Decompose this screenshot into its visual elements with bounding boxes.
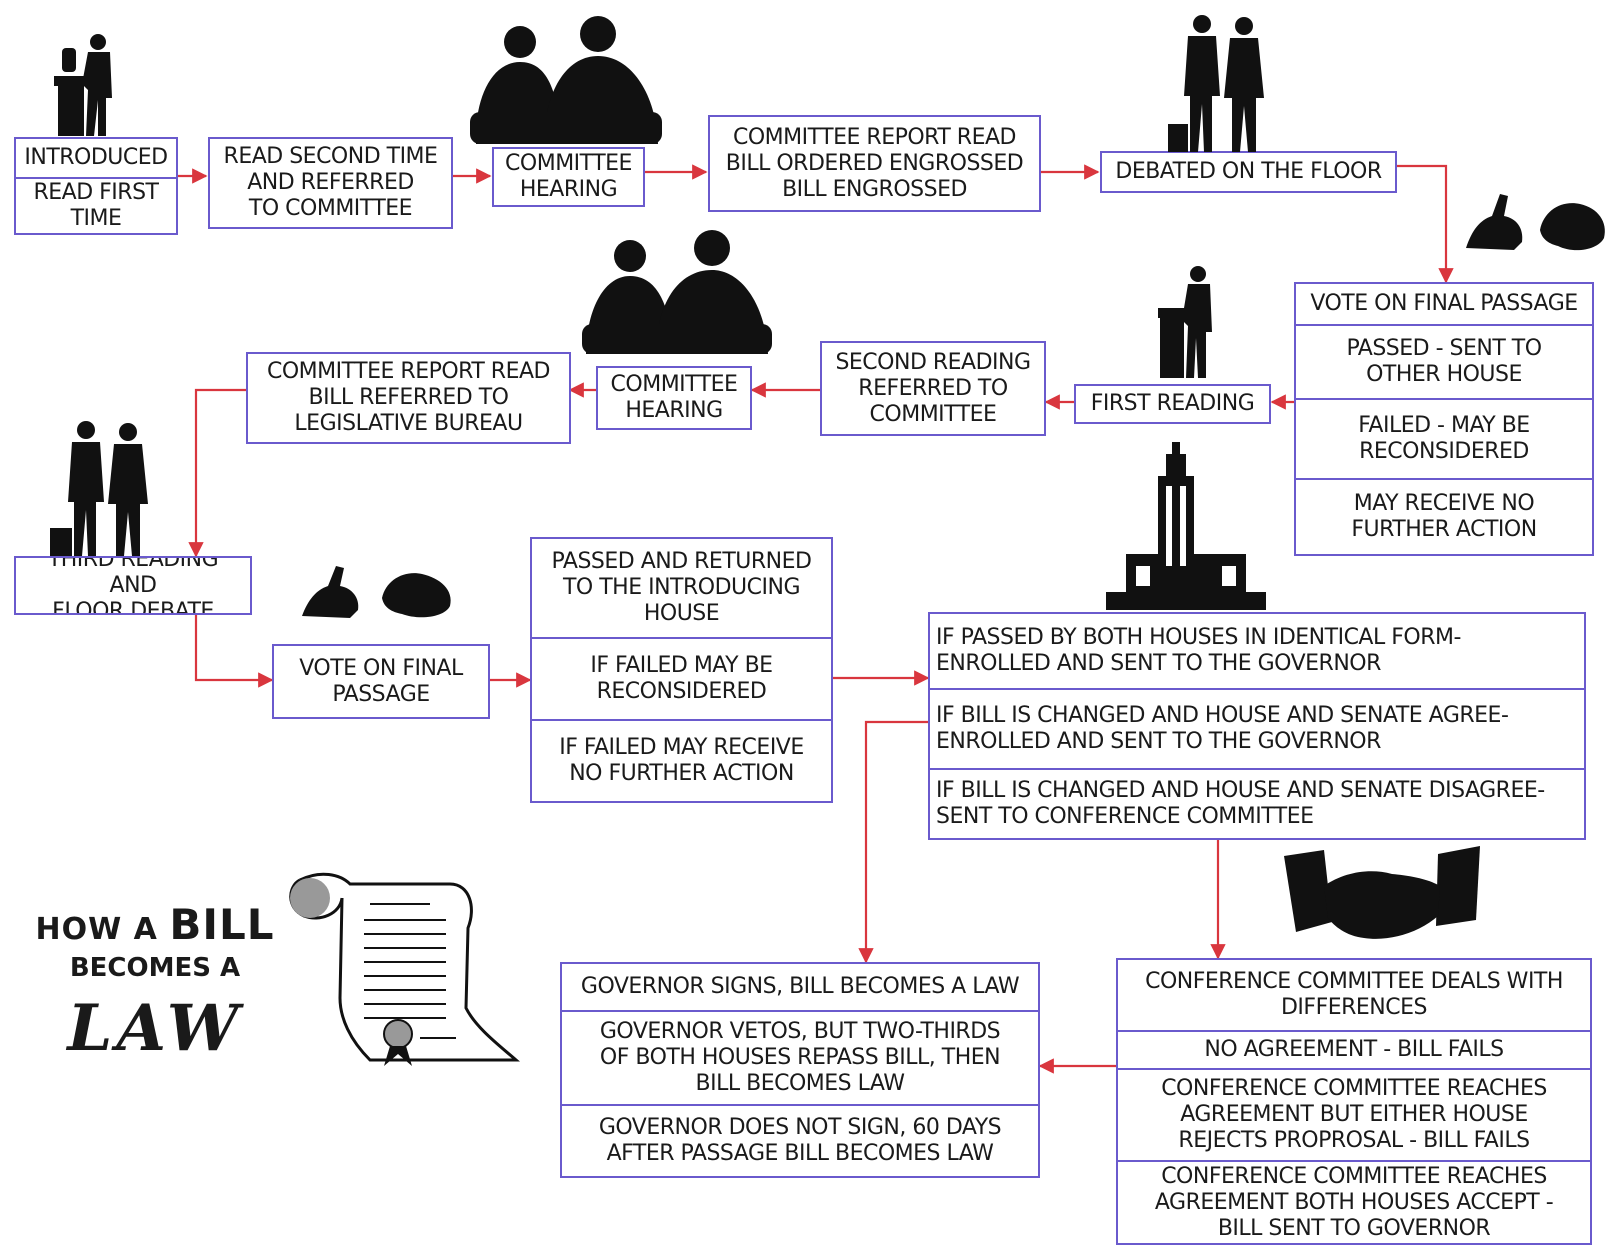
box-committee-report-1: COMMITTEE REPORT READ BILL ORDERED ENGRO…: [708, 115, 1041, 212]
debated-on-floor-label: DEBATED ON THE FLOOR: [1115, 159, 1382, 184]
agreement-rejected-label: CONFERENCE COMMITTEE REACHES AGREEMENT B…: [1118, 1068, 1590, 1160]
box-debated-on-floor: DEBATED ON THE FLOOR: [1100, 151, 1397, 193]
committee-hearing-2-label: COMMITTEE HEARING: [610, 372, 738, 423]
box-vote-final-passage-2: VOTE ON FINAL PASSAGE: [272, 644, 490, 719]
committee-report-2-label: COMMITTEE REPORT READ BILL REFERRED TO L…: [267, 359, 550, 436]
changed-agree-label: IF BILL IS CHANGED AND HOUSE AND SENATE …: [930, 688, 1584, 768]
passed-returned-label: PASSED AND RETURNED TO THE INTRODUCING H…: [551, 549, 812, 626]
title-prefix: HOW A: [35, 912, 158, 947]
box-passed-returned: PASSED AND RETURNED TO THE INTRODUCING H…: [530, 537, 833, 803]
no-agreement-label: NO AGREEMENT - BILL FAILS: [1118, 1030, 1590, 1068]
box-read-second-time: READ SECOND TIME AND REFERRED TO COMMITT…: [208, 137, 453, 229]
failed-reconsidered-label: IF FAILED MAY BE RECONSIDERED: [532, 637, 831, 719]
two-people-talking-icon: [1168, 15, 1264, 152]
vote-hands-2-icon: [302, 566, 451, 618]
box-conference: CONFERENCE COMMITTEE DEALS WITH DIFFEREN…: [1116, 958, 1592, 1245]
vote-failed-reconsidered-label: FAILED - MAY BE RECONSIDERED: [1296, 398, 1592, 478]
committee-hearing-1-label: COMMITTEE HEARING: [505, 151, 632, 202]
box-second-reading: SECOND READING REFERRED TO COMMITTEE: [820, 341, 1046, 436]
arrow-report-to-third-reading: [188, 388, 246, 558]
two-people-talking-2-icon: [50, 421, 148, 556]
scroll-document-icon: [289, 872, 520, 1066]
speaker-at-podium-2-icon: [1158, 266, 1212, 378]
vote-final-passage-1-header: VOTE ON FINAL PASSAGE: [1310, 291, 1578, 316]
box-vote-final-passage-1: VOTE ON FINAL PASSAGE PASSED - SENT TO O…: [1294, 282, 1594, 556]
governor-does-not-sign-label: GOVERNOR DOES NOT SIGN, 60 DAYS AFTER PA…: [562, 1104, 1038, 1176]
read-first-time-label: READ FIRST TIME: [16, 177, 176, 233]
introduced-label: INTRODUCED: [24, 145, 168, 170]
second-reading-label: SECOND READING REFERRED TO COMMITTEE: [835, 349, 1031, 427]
conference-deals-label: CONFERENCE COMMITTEE DEALS WITH DIFFEREN…: [1145, 969, 1563, 1020]
vote-hands-icon: [1466, 194, 1605, 251]
arrow-third-to-vote: [194, 615, 274, 688]
title-emphasis: BILL: [169, 900, 275, 949]
read-second-time-label: READ SECOND TIME AND REFERRED TO COMMITT…: [223, 144, 438, 221]
failed-no-further-action-label: IF FAILED MAY RECEIVE NO FURTHER ACTION: [532, 719, 831, 801]
title-line-3: LAW: [67, 991, 243, 1066]
box-governor: GOVERNOR SIGNS, BILL BECOMES A LAW GOVER…: [560, 962, 1040, 1178]
identical-form-label: IF PASSED BY BOTH HOUSES IN IDENTICAL FO…: [936, 625, 1461, 676]
handshake-icon: [1284, 846, 1480, 939]
box-committee-hearing-2: COMMITTEE HEARING: [596, 366, 752, 430]
committee-report-1-label: COMMITTEE REPORT READ BILL ORDERED ENGRO…: [725, 124, 1024, 202]
title-line-2: BECOMES A: [69, 953, 241, 983]
box-committee-hearing-1: COMMITTEE HEARING: [492, 147, 645, 207]
title-line-1: HOW A BILL: [30, 900, 280, 949]
third-reading-label: THIRD READING AND FLOOR DEBATE: [47, 558, 219, 613]
vote-passed-sent-label: PASSED - SENT TO OTHER HOUSE: [1296, 324, 1592, 398]
governor-vetos-label: GOVERNOR VETOS, BUT TWO-THIRDS OF BOTH H…: [562, 1010, 1038, 1104]
arrow-debate-to-vote: [1396, 164, 1454, 284]
governor-signs-label: GOVERNOR SIGNS, BILL BECOMES A LAW: [580, 974, 1020, 999]
committee-meeting-icon: [470, 16, 662, 144]
box-first-reading: FIRST READING: [1074, 384, 1271, 424]
box-committee-report-2: COMMITTEE REPORT READ BILL REFERRED TO L…: [246, 352, 571, 444]
committee-meeting-2-icon: [582, 230, 772, 354]
vote-no-further-action-label: MAY RECEIVE NO FURTHER ACTION: [1296, 478, 1592, 554]
diagram-title: HOW A BILL BECOMES A LAW: [30, 900, 280, 1066]
arrow-agree-to-governor: [858, 720, 928, 964]
box-introduced: INTRODUCED READ FIRST TIME: [14, 137, 178, 235]
changed-disagree-label: IF BILL IS CHANGED AND HOUSE AND SENATE …: [930, 768, 1584, 838]
box-identical-form: IF PASSED BY BOTH HOUSES IN IDENTICAL FO…: [928, 612, 1586, 840]
agreement-accepted-label: CONFERENCE COMMITTEE REACHES AGREEMENT B…: [1118, 1160, 1590, 1243]
first-reading-label: FIRST READING: [1090, 391, 1255, 416]
speaker-at-podium-icon: [54, 34, 112, 136]
capitol-building-icon: [1106, 442, 1266, 610]
box-third-reading: THIRD READING AND FLOOR DEBATE: [14, 556, 252, 615]
vote-final-passage-2-label: VOTE ON FINAL PASSAGE: [299, 655, 463, 707]
